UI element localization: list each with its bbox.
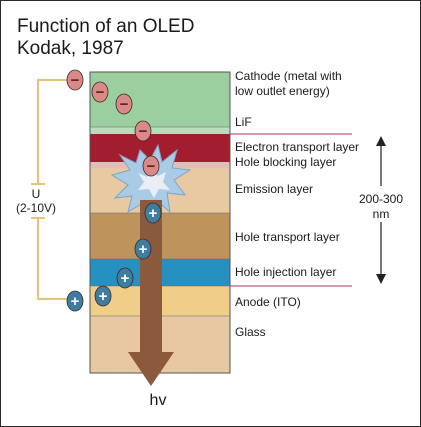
- electron-symbol: −: [120, 96, 129, 113]
- electron-symbol: −: [96, 84, 105, 101]
- hole-2: +: [134, 238, 152, 260]
- thickness-bracket: [230, 133, 386, 287]
- electron-symbol: −: [139, 123, 148, 140]
- electron-symbol: −: [147, 158, 156, 175]
- glass-label: Glass: [235, 325, 266, 339]
- hole-symbol: +: [99, 288, 108, 305]
- hole-symbol: +: [71, 293, 80, 310]
- electron-transport-label: Electron transport layer: [235, 140, 359, 154]
- hole-symbol: +: [139, 241, 148, 258]
- hole-transport-label: Hole transport layer: [235, 230, 340, 244]
- hole-3: +: [116, 267, 134, 289]
- emission-flash-core: [138, 170, 170, 198]
- lif-label: LiF: [235, 115, 252, 129]
- light-arrow-head: [128, 352, 174, 386]
- title-line-1: Function of an OLED: [17, 16, 194, 37]
- title-line-2: Kodak, 1987: [17, 38, 124, 59]
- thickness-unit: nm: [373, 207, 390, 221]
- hole-4: +: [94, 285, 112, 307]
- lower-wire: [37, 218, 68, 300]
- hole-symbol: +: [149, 205, 158, 222]
- anode-label: Anode (ITO): [235, 295, 301, 309]
- voltage-range: (2-10V): [16, 201, 56, 215]
- light-arrow: [128, 200, 174, 386]
- electron-4: −: [134, 120, 152, 142]
- charge-carriers: −−−−−+++++: [66, 69, 162, 312]
- layer-labels: Cathode (metal with low outlet energy) L…: [235, 69, 359, 339]
- electron-1: −: [66, 69, 84, 91]
- light-arrow-shaft: [140, 200, 162, 355]
- upper-wire: [37, 79, 82, 184]
- thickness-arrow-up: [376, 136, 386, 146]
- voltage-symbol: U: [32, 187, 41, 201]
- lif-layer: [90, 127, 230, 134]
- electron-5: −: [142, 155, 160, 177]
- cathode-label-line-1: Cathode (metal with: [235, 69, 342, 83]
- thickness-arrow-down: [376, 274, 386, 284]
- electron-3: −: [115, 93, 133, 115]
- electron-2: −: [91, 81, 109, 103]
- thickness-value: 200-300: [359, 192, 403, 206]
- hole-1: +: [144, 202, 162, 224]
- emission-label-layer: Emission layer: [235, 182, 313, 196]
- layer-stack-outline: [89, 71, 231, 374]
- hole-5: +: [66, 290, 84, 312]
- hole-injection-label: Hole injection layer: [235, 265, 336, 279]
- cathode-layer: [90, 72, 230, 127]
- electron-symbol: −: [71, 72, 80, 89]
- hole-symbol: +: [121, 270, 130, 287]
- cathode-label-line-2: low outlet energy): [235, 84, 330, 98]
- emission-label: hv: [150, 392, 167, 409]
- hole-blocking-label: Hole blocking layer: [235, 155, 336, 169]
